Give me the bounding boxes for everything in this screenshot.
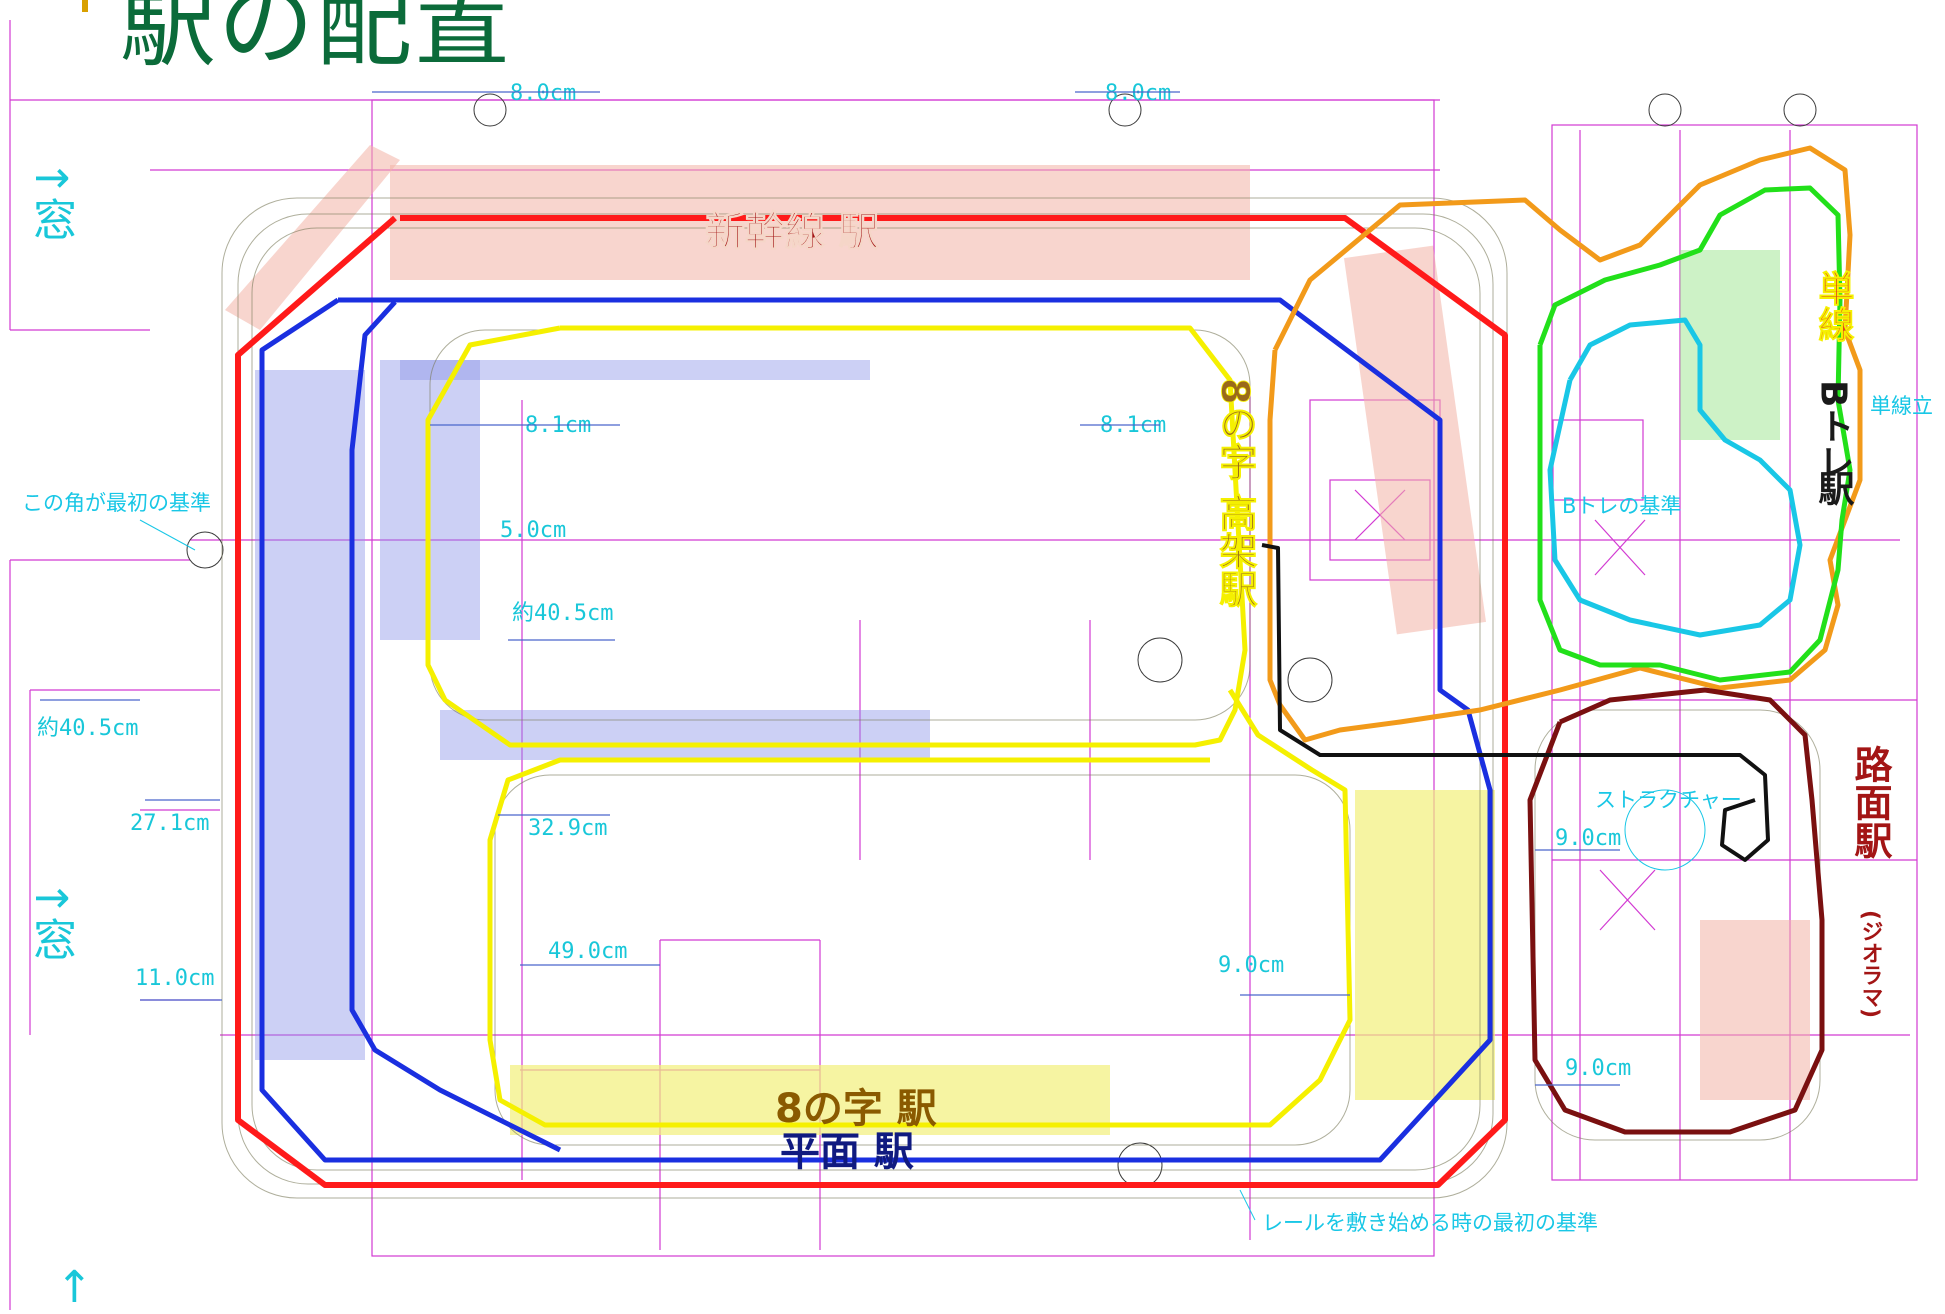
single-track-label: 単線	[1813, 270, 1855, 342]
dim-top-right: 8.0cm	[1105, 81, 1171, 106]
dim-11cm: 11.0cm	[135, 966, 214, 991]
annotation-notes: この角が最初の基準 Bトレの基準 単線立 ストラクチャー レールを敷き始める時の…	[22, 394, 1933, 1235]
route-blue-inner	[349, 300, 562, 1153]
single-track-stand-note: 単線立	[1870, 394, 1933, 418]
route-orange	[1267, 145, 1863, 743]
title-accent	[82, 0, 88, 12]
route-blue-outer	[259, 297, 1493, 1163]
route-cyan	[1547, 317, 1803, 638]
shinkansen-station-label: 新幹線 駅	[705, 209, 879, 255]
rail-start-reference-note: レールを敷き始める時の最初の基準	[1262, 1211, 1598, 1235]
road-station-label: 路面駅	[1848, 745, 1892, 859]
corner-reference-note: この角が最初の基準	[22, 491, 211, 515]
up-arrow-icon: ↑	[56, 1262, 93, 1313]
station-platform-areas	[225, 145, 1810, 1135]
dim-5cm: 5.0cm	[500, 518, 566, 543]
diorama-label: (ジオラマ)	[1858, 910, 1883, 1018]
flat-station-label: 平面 駅	[780, 1129, 914, 1175]
dim-9cm-a: 9.0cm	[1218, 953, 1284, 978]
dim-40-5cm-b: 約40.5cm	[37, 716, 138, 741]
dim-32-9cm: 32.9cm	[528, 816, 607, 841]
dim-top-left: 8.0cm	[510, 81, 576, 106]
structure-note: ストラクチャー	[1595, 788, 1742, 812]
dim-9cm-c: 9.0cm	[1565, 1056, 1631, 1081]
route-green	[1537, 185, 1853, 683]
btore-label: Bトレ	[1813, 380, 1854, 479]
window-label-top: ↑窓	[25, 160, 76, 241]
btore-station-label: 駅	[1813, 470, 1855, 507]
routes	[235, 145, 1863, 1188]
route-yellow-lower	[487, 688, 1353, 1128]
route-maroon	[1527, 687, 1825, 1135]
btore-reference-note: Bトレの基準	[1562, 494, 1681, 518]
eight-flat-station-label: 8の字 駅	[775, 1086, 937, 1132]
dim-27-1cm: 27.1cm	[130, 811, 209, 836]
slide-title: 駅の配置	[120, 0, 512, 80]
route-red	[235, 215, 1508, 1188]
dim-9cm-b: 9.0cm	[1555, 826, 1621, 851]
eight-elevated-station-label: 8の字 高架駅	[1213, 378, 1257, 608]
route-black	[1261, 543, 1770, 862]
dimension-arrows	[40, 91, 1620, 1086]
dim-49cm: 49.0cm	[548, 939, 627, 964]
annotation-leaders	[139, 519, 1256, 1221]
route-yellow-upper	[425, 325, 1248, 748]
window-label-bottom: ↑窓	[25, 880, 76, 961]
station-labels: 新幹線 駅 8の字 高架駅 単線 Bトレ 駅 路面駅 (ジオラマ) 8の字 駅 …	[705, 209, 1893, 1176]
dim-40-5cm-a: 約40.5cm	[512, 601, 613, 626]
